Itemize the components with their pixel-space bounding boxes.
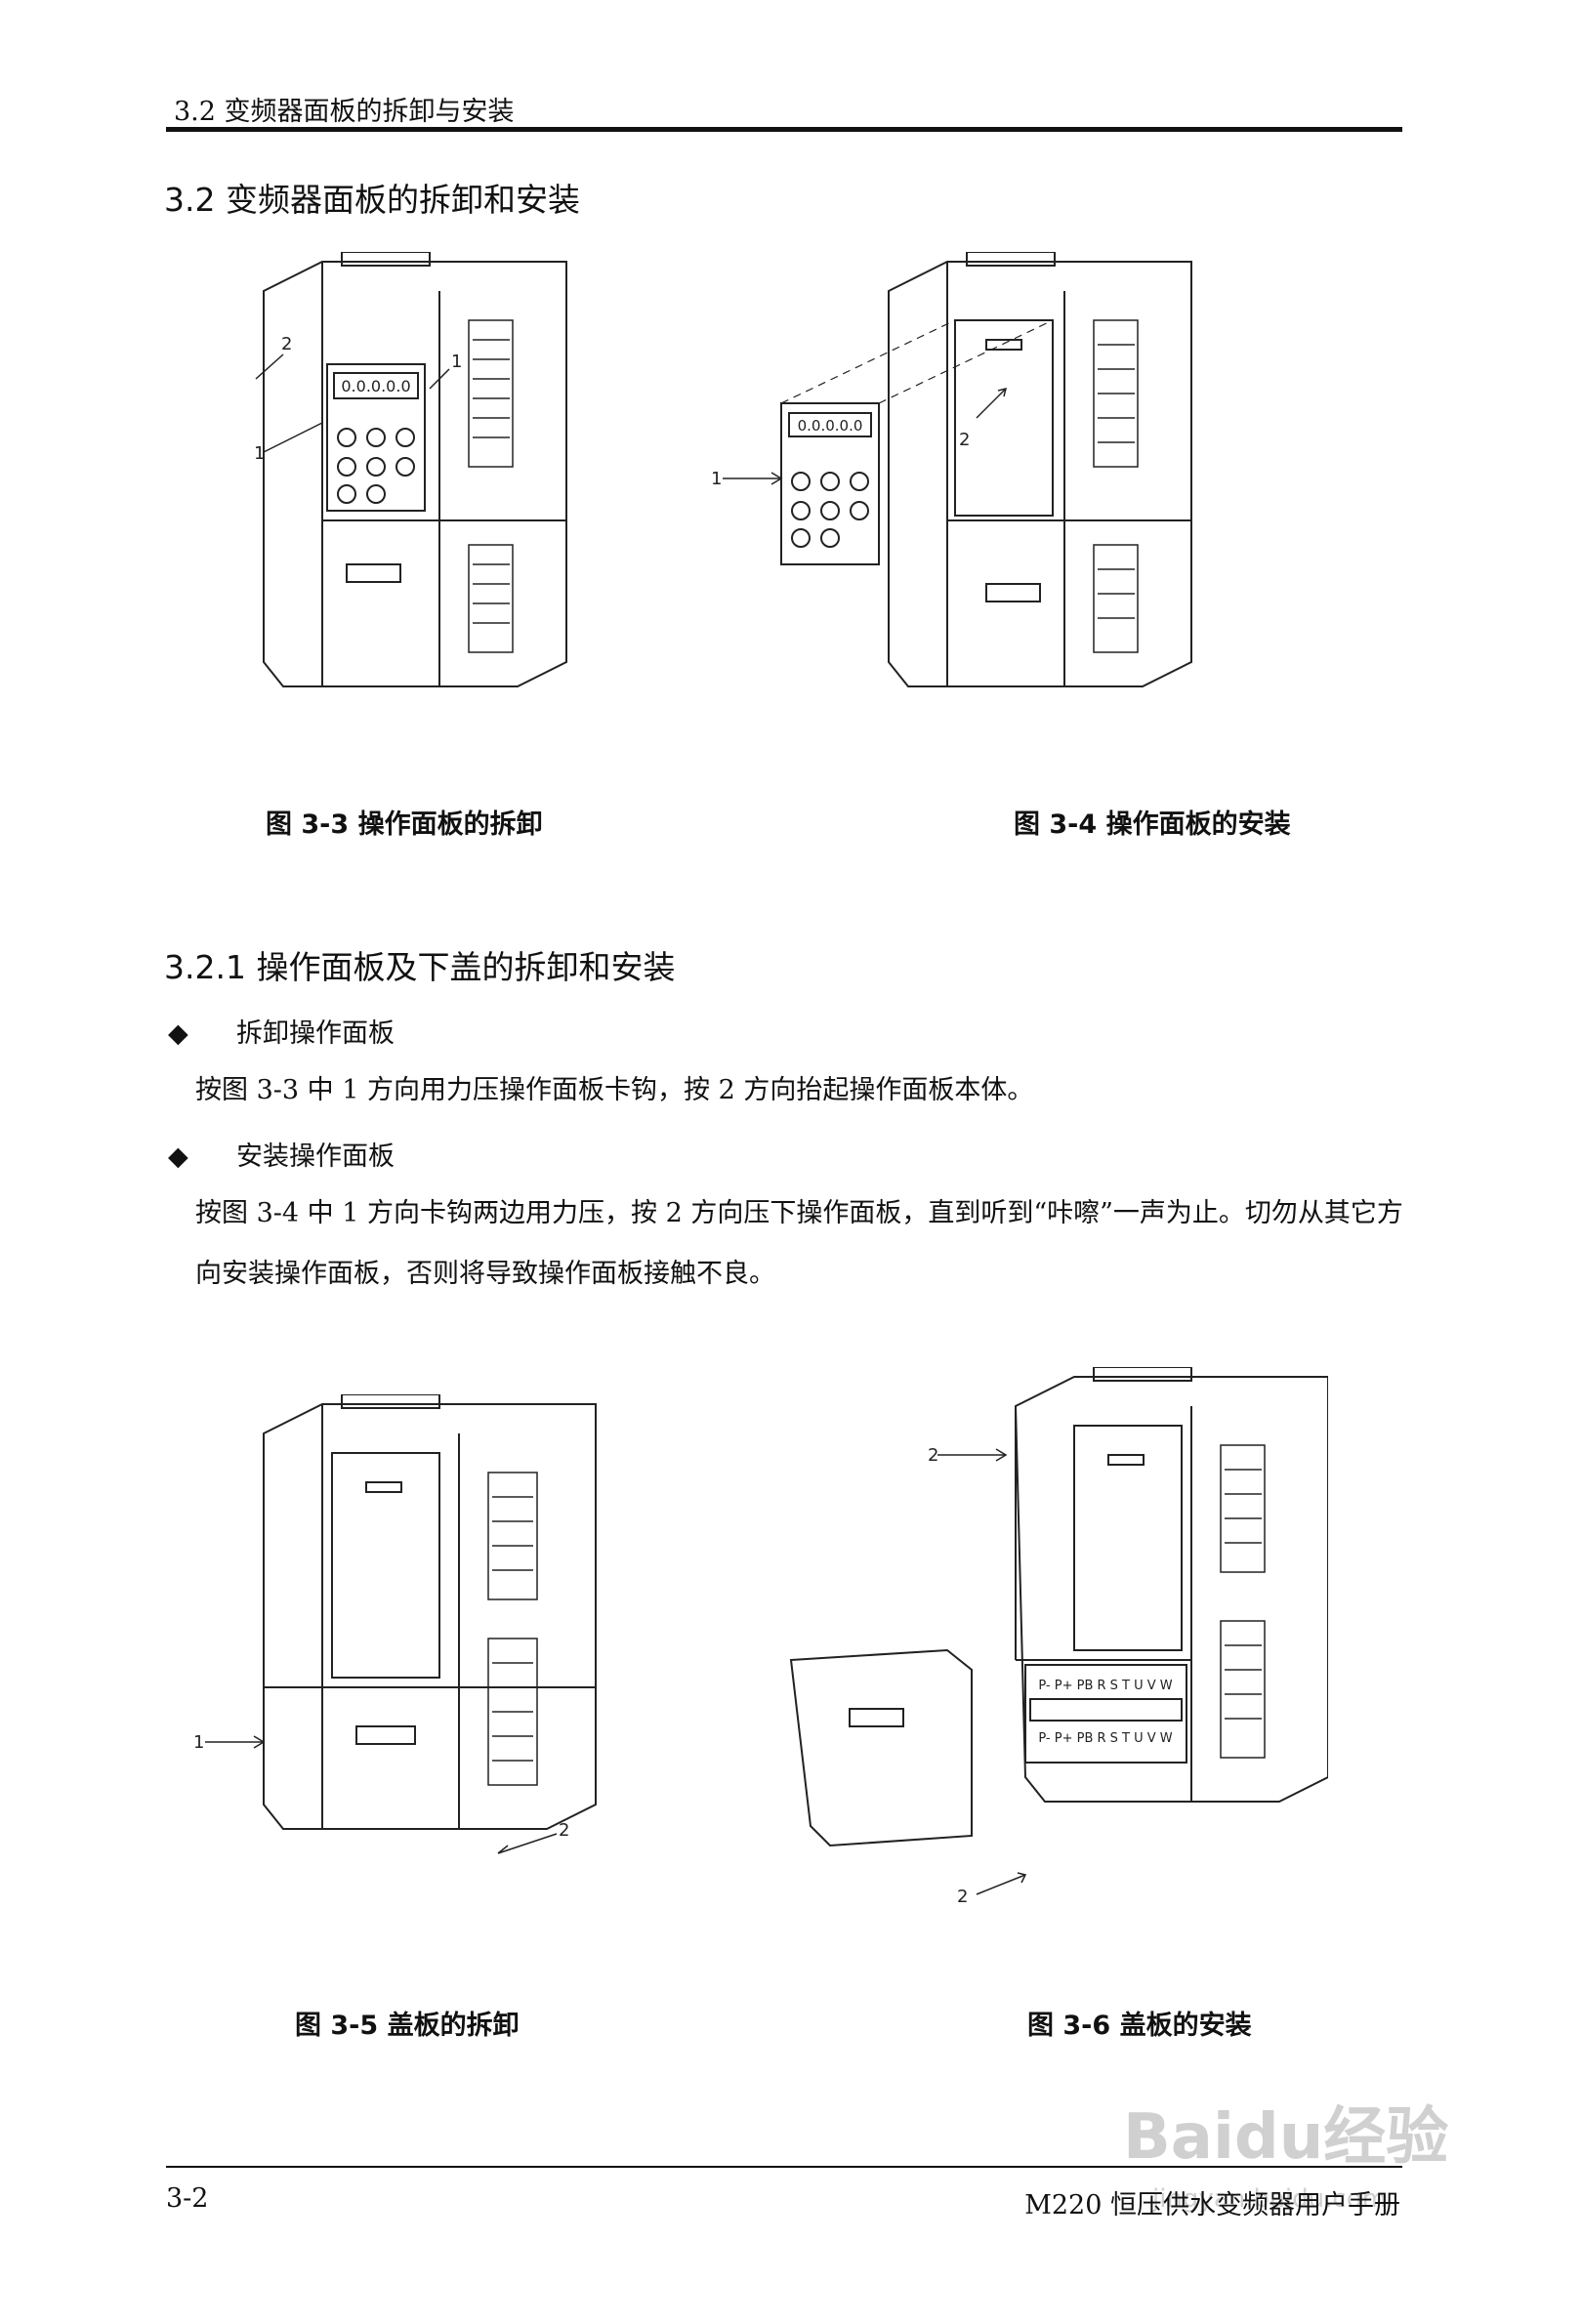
paragraph-install-panel: 按图 3-4 中 1 方向卡钩两边用力压，按 2 方向压下操作面板，直到听到“咔… bbox=[195, 1198, 1403, 1289]
figure-3-5-illustration: 1 2 bbox=[193, 1394, 597, 1854]
footer-rule bbox=[166, 2166, 1402, 2168]
running-header: 3.2 变频器面板的拆卸与安装 bbox=[174, 97, 515, 127]
bullet-remove-panel: ◆ 拆卸操作面板 bbox=[168, 1012, 395, 1050]
figure-3-6-caption: 图 3-6 盖板的安装 bbox=[1027, 2011, 1252, 2041]
page-number: 3-2 bbox=[166, 2183, 209, 2214]
figure-3-6-illustration: P- P+ PB R S T U V W P- P+ PB R S T U V … bbox=[789, 1367, 1328, 1907]
terminal-row-bottom: P- P+ PB R S T U V W bbox=[1038, 1731, 1172, 1746]
fig3-4-callout-1: 1 bbox=[711, 469, 722, 489]
watermark-brand: Baidu经验 bbox=[1123, 2101, 1448, 2174]
subsection-title: 3.2.1 操作面板及下盖的拆卸和安装 bbox=[164, 948, 676, 986]
header-rule bbox=[166, 127, 1402, 132]
bullet-install-panel: ◆ 安装操作面板 bbox=[168, 1135, 395, 1173]
section-title: 3.2 变频器面板的拆卸和安装 bbox=[164, 181, 580, 219]
fig3-3-callout-1b: 1 bbox=[451, 352, 462, 372]
bullet-diamond-icon: ◆ bbox=[168, 1141, 188, 1172]
figure-3-4-caption: 图 3-4 操作面板的安装 bbox=[1014, 809, 1291, 840]
terminal-row-top: P- P+ PB R S T U V W bbox=[1038, 1679, 1172, 1693]
figure-3-3-illustration: 0.0.0.0.0 2 1 1 bbox=[254, 252, 567, 687]
manual-title: M220 恒压供水变频器用户手册 bbox=[1024, 2190, 1400, 2220]
fig3-3-callout-2: 2 bbox=[281, 334, 292, 354]
baidu-watermark: Baidu经验 jingyan.baidu.com bbox=[1123, 2101, 1448, 2214]
paragraph-remove-panel: 按图 3-3 中 1 方向用力压操作面板卡钩，按 2 方向抬起操作面板本体。 bbox=[195, 1075, 1034, 1105]
detached-panel-display: 0.0.0.0.0 bbox=[798, 417, 863, 435]
bullet-label: 安装操作面板 bbox=[236, 1141, 395, 1172]
fig3-4-callout-2: 2 bbox=[959, 430, 970, 450]
bullet-label: 拆卸操作面板 bbox=[236, 1018, 395, 1049]
figure-3-4-illustration: 0.0.0.0.0 1 2 bbox=[711, 252, 1192, 687]
figure-3-3-caption: 图 3-3 操作面板的拆卸 bbox=[266, 809, 543, 840]
panel-display: 0.0.0.0.0 bbox=[341, 377, 410, 395]
fig3-3-callout-1a: 1 bbox=[254, 443, 265, 464]
watermark-url: jingyan.baidu.com bbox=[1151, 2184, 1387, 2214]
fig3-5-callout-1: 1 bbox=[193, 1732, 204, 1753]
bullet-diamond-icon: ◆ bbox=[168, 1018, 188, 1049]
fig3-5-callout-2: 2 bbox=[559, 1820, 569, 1841]
fig3-6-callout-2: 2 bbox=[957, 1887, 968, 1907]
fig3-6-callout-1: 2 bbox=[928, 1445, 938, 1466]
figure-3-5-caption: 图 3-5 盖板的拆卸 bbox=[295, 2011, 520, 2041]
